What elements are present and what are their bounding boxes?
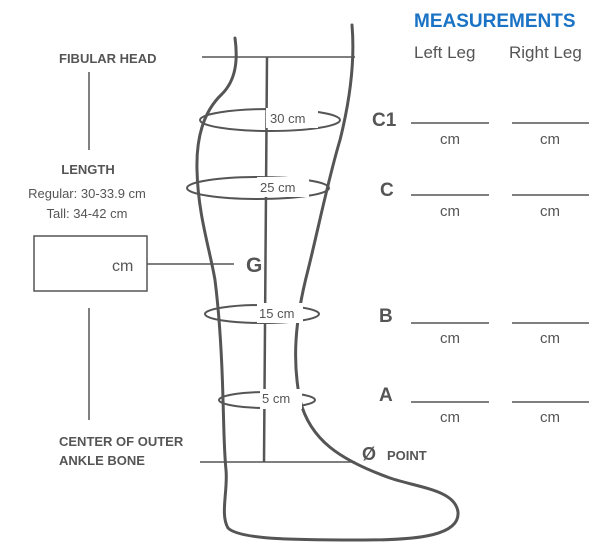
left-leg-unit: cm (440, 330, 460, 347)
left-leg-unit: cm (440, 131, 460, 148)
ankle-label-line1: CENTER OF OUTER (59, 434, 184, 449)
left-leg-unit: cm (440, 409, 460, 426)
row-letter: C1 (372, 110, 397, 131)
row-letter: C (380, 180, 394, 201)
length-title: LENGTH (61, 162, 114, 177)
length-regular: Regular: 30-33.9 cm (28, 186, 146, 201)
measurement-row-b: B cm cm (379, 306, 589, 347)
left-leg-unit: cm (440, 203, 460, 220)
measurements-title: MEASUREMENTS (414, 11, 576, 32)
point-symbol: Ø (362, 444, 376, 464)
right-leg-unit: cm (540, 409, 560, 426)
measurement-row-a: A cm cm (379, 385, 589, 426)
right-leg-heading: Right Leg (509, 43, 582, 62)
ankle-label-line2: ANKLE BONE (59, 453, 145, 468)
level-label-a: 5 cm (262, 391, 290, 406)
point-text: POINT (387, 448, 427, 463)
left-leg-heading: Left Leg (414, 43, 475, 62)
fibular-head-label: FIBULAR HEAD (59, 51, 157, 66)
length-box-unit: cm (112, 258, 133, 275)
level-label-b: 15 cm (259, 306, 294, 321)
level-label-c1: 30 cm (270, 111, 305, 126)
length-tall: Tall: 34-42 cm (47, 206, 128, 221)
right-leg-unit: cm (540, 131, 560, 148)
right-leg-unit: cm (540, 330, 560, 347)
measurement-row-c: C cm cm (380, 180, 589, 220)
right-leg-unit: cm (540, 203, 560, 220)
measurement-row-c1: C1 cm cm (372, 110, 589, 148)
level-label-c: 25 cm (260, 180, 295, 195)
row-letter: B (379, 306, 393, 327)
row-letter: A (379, 385, 393, 406)
g-letter: G (246, 254, 262, 277)
